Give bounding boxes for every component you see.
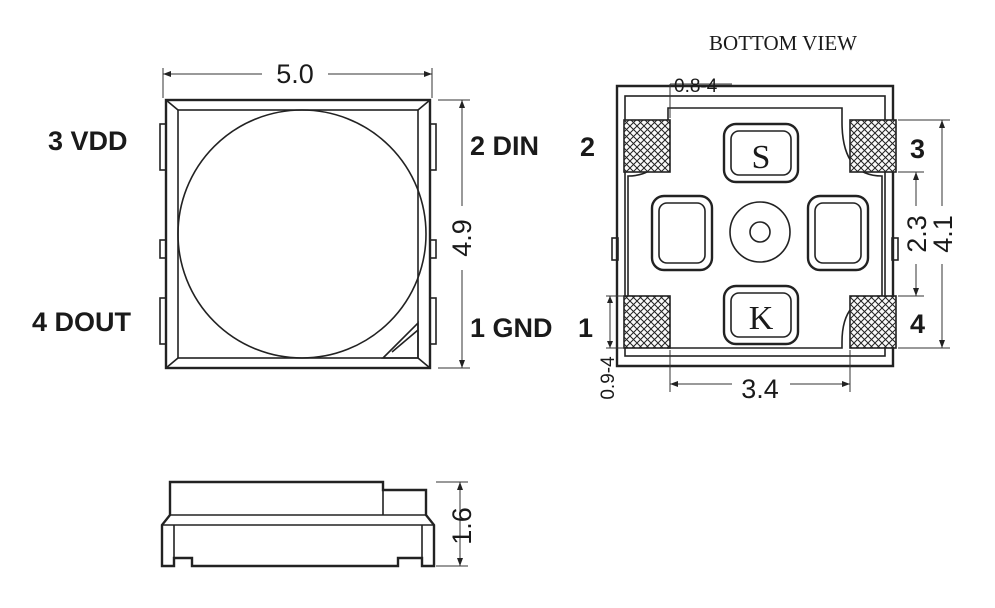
side-view: 1.6 — [160, 480, 477, 568]
marker-s-box — [722, 122, 800, 184]
corner-2-label: 2 — [580, 132, 595, 162]
corner-3-label: 3 — [910, 134, 925, 164]
marker-k-label: K — [749, 300, 774, 337]
width-dimension: 5.0 — [162, 59, 433, 98]
top-package-body — [159, 98, 437, 370]
pad-3 — [849, 119, 897, 173]
lens — [177, 109, 427, 359]
right-thermal-pad — [806, 194, 870, 272]
bottom-view-title: BOTTOM VIEW — [709, 31, 857, 55]
pin4-label: 4 DOUT — [32, 307, 132, 337]
marker-k-box — [722, 284, 800, 346]
height-dimension: 4.9 — [438, 99, 477, 369]
pin3-label: 3 VDD — [48, 126, 128, 156]
center-hole — [729, 201, 791, 263]
height-dimension-label: 4.9 — [447, 219, 477, 257]
outer-dimension-label: 4.1 — [928, 215, 958, 253]
pad-1 — [623, 295, 671, 349]
pad-height-label: 0.9-4 — [598, 356, 619, 400]
pad-4 — [849, 295, 897, 349]
left-thermal-pad — [650, 194, 714, 272]
bottom-body-outline — [615, 84, 895, 368]
pad-spacing-label: 3.4 — [741, 374, 779, 404]
pin2-label: 2 DIN — [470, 131, 539, 161]
bottom-view: BOTTOM VIEW S K 2 3 1 4 — [578, 31, 958, 404]
pad-width-label: 0.8-4 — [674, 76, 718, 97]
corner-1-label: 1 — [578, 313, 593, 343]
corner-4-label: 4 — [910, 309, 925, 339]
top-view: 5.0 — [32, 59, 553, 370]
pad-2 — [623, 119, 671, 173]
pin1-label: 1 GND — [470, 313, 553, 343]
marker-s-label: S — [752, 139, 771, 176]
side-height-label: 1.6 — [447, 507, 477, 545]
pin1-chamfer-marker — [381, 321, 419, 359]
width-dimension-label: 5.0 — [276, 59, 314, 89]
inner-dimension-label: 2.3 — [902, 215, 932, 253]
